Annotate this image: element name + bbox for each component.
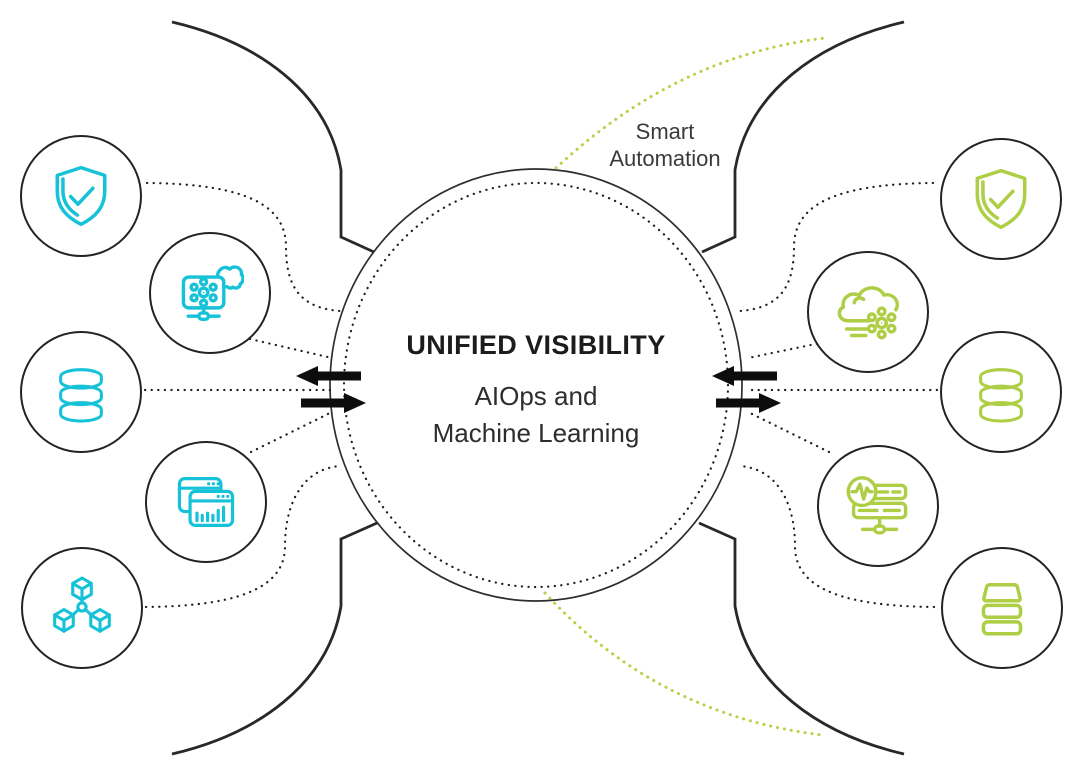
left-bracket-top [171,20,375,254]
arrow-left-inbound-icon [296,366,361,386]
node-server-monitoring-right [817,445,939,567]
connector-left-1 [145,181,342,313]
node-shield-check-left [20,135,142,257]
right-bracket-bottom [698,521,905,756]
smart-automation-line-1: Smart [635,119,695,144]
connector-right-1 [738,181,935,313]
cloud-automation-icon [837,286,899,340]
server-monitoring-icon [846,476,908,535]
node-shield-check-right [940,138,1062,260]
node-storage-stack-right [941,547,1063,669]
node-database-left [20,331,142,453]
linked-cubes-icon [53,576,111,633]
node-database-right [940,331,1062,453]
subtitle-line-2: Machine Learning [432,418,640,448]
arrow-left-outbound-icon [301,393,366,413]
shield-check-icon [975,168,1027,230]
shield-check-icon [55,165,107,227]
left-bracket-bottom [171,521,378,756]
smart-automation-arc-bottom [543,591,824,737]
connector-left-2 [248,337,334,360]
connector-left-4 [249,410,334,454]
center-text-block: UNIFIED VISIBILITY AIOps and Machine Lea… [331,330,741,452]
smart-automation-line-2: Automation [609,146,721,171]
arrow-right-outbound-icon [716,393,781,413]
right-bracket-top [701,20,905,254]
node-monitor-cloud-left [149,232,271,354]
database-icon [979,368,1023,423]
storage-stack-icon [981,583,1023,636]
database-icon [59,368,103,423]
smart-automation-arc-top [554,36,827,170]
connector-right-4 [746,410,831,454]
monitor-cloud-network-icon [181,265,244,322]
app-windows-analytics-icon [177,477,235,527]
node-app-windows-left [145,441,267,563]
node-linked-cubes-left [21,547,143,669]
center-circle-outline [329,168,743,602]
smart-automation-label: Smart Automation [570,118,760,172]
page-title: UNIFIED VISIBILITY [406,330,666,360]
arrow-right-inbound-icon [712,366,777,386]
node-cloud-automation-right [807,251,929,373]
center-circle-dotted [342,181,730,589]
subtitle-line-1: AIOps and [474,381,598,411]
